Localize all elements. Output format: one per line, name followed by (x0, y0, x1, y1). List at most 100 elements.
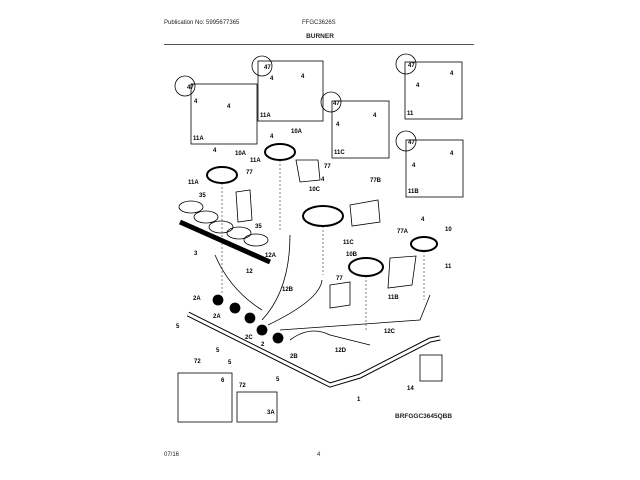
callout-label-72: 72 (194, 359, 201, 365)
callout-label-14: 14 (407, 386, 414, 392)
callout-label-77: 77 (336, 276, 343, 282)
burner-head-10b (348, 257, 384, 277)
callout-label-4: 4 (450, 151, 454, 157)
model-number: FFGC3626S (302, 20, 336, 26)
tube-12a (261, 234, 291, 321)
callout-label-11a: 11A (193, 136, 204, 142)
inset-box-11 (404, 61, 463, 120)
callout-label-12a: 12A (265, 253, 277, 259)
callout-label-5: 5 (216, 348, 220, 354)
cap-circle (174, 75, 196, 97)
callout-label-5: 5 (276, 377, 280, 383)
callout-label-2a: 2A (213, 314, 221, 320)
callout-label-47: 47 (408, 140, 415, 146)
callout-label-5: 5 (176, 324, 180, 330)
callout-label-11a: 11A (188, 180, 199, 186)
callout-label-10a: 10A (291, 129, 303, 135)
callout-label-11a: 11A (250, 158, 261, 164)
callout-label-12c: 12C (384, 329, 396, 335)
inset-box-3a (236, 391, 278, 423)
callout-label-11b: 11B (388, 295, 399, 301)
diagram-code: BRFGGC3645QBB (395, 413, 453, 420)
callout-label-3: 3 (194, 251, 198, 257)
callout-label-10b: 10B (346, 252, 358, 258)
callout-label-35: 35 (199, 193, 206, 199)
cap-circle (395, 130, 417, 152)
callout-label-47: 47 (333, 101, 340, 107)
bracket-77a (387, 255, 417, 289)
callout-label-47: 47 (187, 85, 194, 91)
bracket-77b (349, 199, 381, 227)
callout-label-4: 4 (450, 71, 454, 77)
callout-label-4: 4 (270, 76, 274, 82)
inset-box-6 (177, 372, 233, 423)
callout-label-12d: 12D (335, 348, 347, 354)
valve-2a-2 (229, 302, 241, 314)
valve-2c (244, 312, 256, 324)
publication-number: Publication No: 5995677365 (164, 20, 240, 26)
callout-label-12: 12 (246, 269, 253, 275)
valve-2 (256, 324, 268, 336)
callout-label-11a: 11A (260, 113, 271, 119)
callout-label-2a: 2A (193, 296, 201, 302)
inset-box-11c (331, 100, 390, 159)
bracket-77 (235, 189, 253, 223)
igniter-disc (208, 220, 234, 234)
revision-date: 07/16 (164, 452, 180, 458)
header-divider (164, 44, 474, 45)
manifold-pipe (186, 311, 441, 388)
callout-label-4: 4 (421, 217, 425, 223)
callout-label-77: 77 (246, 170, 253, 176)
callout-label-11: 11 (445, 264, 452, 270)
callout-label-77a: 77A (397, 229, 409, 235)
tube-12c (279, 294, 431, 331)
burner-head-10a (206, 166, 238, 184)
callout-label-2b: 2B (290, 354, 298, 360)
inset-box-11a-left (190, 83, 258, 145)
callout-label-2c: 2C (245, 335, 253, 341)
igniter-disc (226, 226, 252, 240)
callout-label-6: 6 (221, 378, 225, 384)
manifold-pipe-inner (187, 312, 441, 387)
callout-label-1: 1 (357, 397, 361, 403)
cap-circle (251, 55, 273, 77)
valve-2b (272, 332, 284, 344)
cap-circle (395, 53, 417, 75)
burner-head-10 (410, 236, 438, 252)
igniter-disc (243, 233, 269, 247)
pressure-regulator (419, 354, 443, 382)
callout-label-4: 4 (412, 163, 416, 169)
igniter-disc (178, 200, 204, 214)
callout-label-5: 5 (228, 360, 232, 366)
callout-label-35: 35 (255, 224, 262, 230)
tube-12d (289, 330, 371, 346)
tube-12b (267, 279, 323, 326)
callout-label-4: 4 (336, 122, 340, 128)
cap-circle (320, 91, 342, 113)
tube-12 (214, 254, 263, 311)
page-title: BURNER (306, 33, 334, 40)
callout-label-11b: 11B (408, 189, 419, 195)
callout-label-11c: 11C (334, 150, 345, 156)
callout-label-4: 4 (227, 104, 231, 110)
inset-box-11b (405, 139, 464, 198)
callout-label-72: 72 (239, 383, 246, 389)
spark-module-bar (178, 219, 272, 265)
bracket-77-2 (295, 159, 321, 183)
valve-2a (212, 294, 224, 306)
callout-label-10: 10 (445, 227, 452, 233)
callout-label-11c: 11C (343, 240, 354, 246)
bracket-77-3 (329, 281, 351, 309)
callout-label-3a: 3A (267, 410, 275, 416)
callout-label-11: 11 (407, 111, 414, 117)
callout-label-77b: 77B (370, 178, 382, 184)
burner-head-10a-2 (264, 143, 296, 161)
callout-label-12b: 12B (282, 287, 294, 293)
callout-label-47: 47 (264, 65, 271, 71)
burner-head-10c (302, 205, 344, 227)
callout-label-4: 4 (194, 99, 198, 105)
callout-label-4: 4 (321, 177, 325, 183)
callout-label-4: 4 (416, 83, 420, 89)
callout-label-10c: 10C (309, 187, 321, 193)
